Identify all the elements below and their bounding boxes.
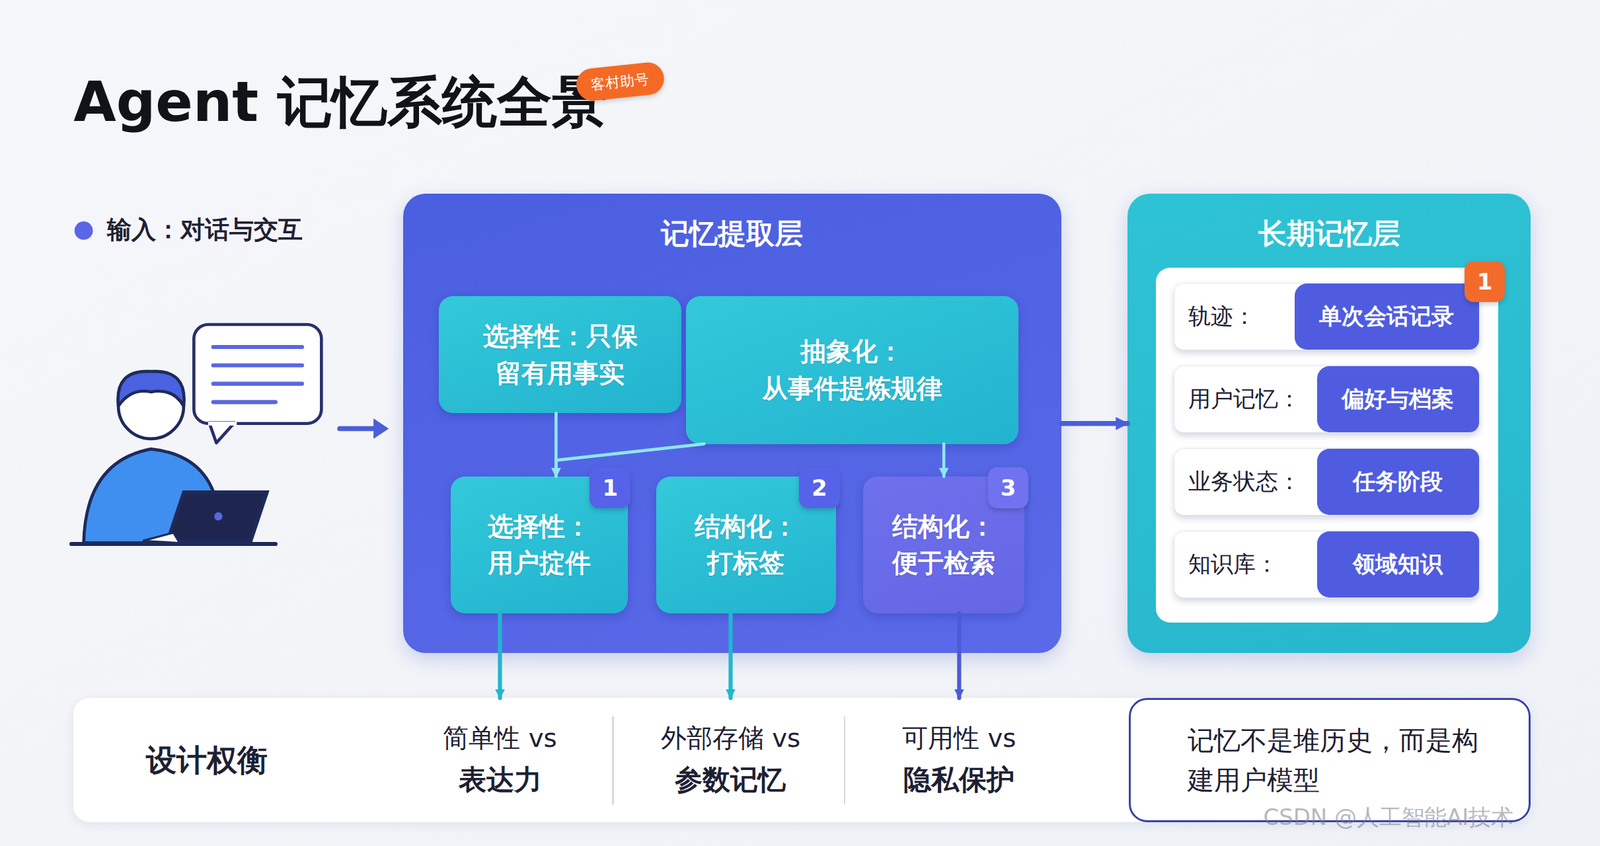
row-value: 领域知识 xyxy=(1317,531,1480,598)
box-heading: 结构化： xyxy=(892,508,996,546)
row-label: 轨迹： xyxy=(1174,283,1295,350)
chat-line xyxy=(213,363,303,368)
box-body: 从事件提炼规律 xyxy=(761,370,943,408)
chat-line xyxy=(213,399,276,404)
box-heading: 选择性： xyxy=(487,508,591,546)
divider-line xyxy=(611,716,614,805)
box-heading: 记忆不是堆历史，而是构建用户模型 xyxy=(1187,720,1492,800)
row-value: 偏好与档案 xyxy=(1317,366,1480,433)
callout-number: 2 xyxy=(799,467,840,509)
chat-bubble xyxy=(193,324,322,424)
memory-row: 业务状态：任务阶段 xyxy=(1173,448,1480,516)
box-body: 隐私保护 xyxy=(903,761,1015,799)
flow-arrow xyxy=(555,444,704,477)
tradeoff-item: 简单性 vs 表达力 xyxy=(408,697,593,823)
memory-row: 轨迹：单次会话记录 xyxy=(1173,282,1480,351)
memory-row: 知识库：领域知识 xyxy=(1173,530,1480,599)
panel-title: 记忆提取层 xyxy=(403,214,1062,254)
laptop-screen xyxy=(167,491,267,541)
callout-number: 1 xyxy=(1464,261,1506,303)
box-heading: 选择性：只保留有用事实 xyxy=(472,317,649,392)
tradeoff-item: 可用性 vs 隐私保护 xyxy=(867,697,1051,823)
tradeoff-item: 外部存储 vs 参数记忆 xyxy=(639,697,823,823)
process-box: 抽象化：从事件提炼规律 xyxy=(685,296,1019,445)
chat-line xyxy=(213,381,303,386)
watermark: CSDN @人工智能AI技术 xyxy=(1262,802,1514,833)
layer-panel: 选择性：只保留有用事实抽象化：从事件提炼规律选择性：用户掟件结构化：打标签结构化… xyxy=(403,193,1062,653)
person-hair xyxy=(117,371,184,407)
box-body: 用户掟件 xyxy=(487,544,591,582)
box-heading: 结构化： xyxy=(694,508,798,546)
input-arrow-head xyxy=(373,418,389,439)
row-value: 单次会话记录 xyxy=(1294,283,1480,350)
callout-number: 3 xyxy=(988,467,1029,509)
row-value: 任务阶段 xyxy=(1317,448,1480,515)
laptop-logo xyxy=(214,512,223,521)
desk-line xyxy=(71,541,276,546)
panel-title: 设计权衡 xyxy=(146,697,268,823)
box-body: 便于检索 xyxy=(892,544,996,582)
flow-arrow xyxy=(956,613,961,698)
user-illustration xyxy=(71,324,322,544)
divider-line xyxy=(843,716,846,805)
row-label: 知识库： xyxy=(1174,531,1318,598)
chat-line xyxy=(213,344,303,349)
flow-arrow xyxy=(497,613,502,698)
callout-number: 1 xyxy=(589,467,631,509)
person-hand xyxy=(142,532,180,543)
flow-arrow xyxy=(554,413,558,477)
chat-bubble-tail-mask xyxy=(208,421,237,426)
box-heading: 简单性 vs xyxy=(442,721,557,756)
box-heading: 外部存储 vs xyxy=(660,721,801,756)
flow-arrow xyxy=(1061,420,1128,427)
row-label: 业务状态： xyxy=(1174,448,1318,515)
page-title: Agent 记忆系统全景 xyxy=(73,69,607,136)
process-box: 选择性：只保留有用事实 xyxy=(438,296,682,414)
bullet-dot xyxy=(74,221,94,240)
box-body: 表达力 xyxy=(458,761,542,799)
chat-bubble-tail xyxy=(209,422,236,443)
panel-title: 长期记忆层 xyxy=(1127,214,1531,254)
box-heading: 可用性 vs xyxy=(902,721,1016,756)
input-label: 输入：对话与交互 xyxy=(107,213,303,247)
box-body: 打标签 xyxy=(707,544,785,582)
box-heading: 抽象化： xyxy=(800,333,904,371)
memory-row: 用户记忆：偏好与档案 xyxy=(1173,365,1480,433)
row-label: 用户记忆： xyxy=(1174,366,1318,433)
flow-arrow xyxy=(942,444,946,477)
box-body: 参数记忆 xyxy=(674,761,786,799)
flow-arrow xyxy=(728,613,733,698)
input-arrow xyxy=(339,426,376,432)
